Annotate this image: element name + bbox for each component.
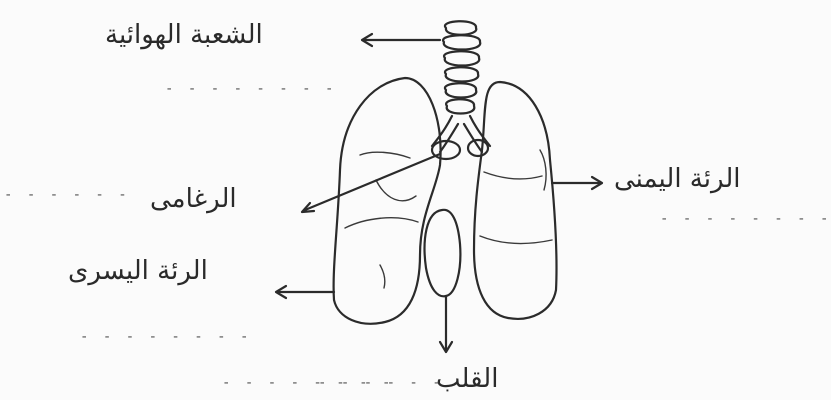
right-lung-outline xyxy=(474,82,557,319)
blank-under-trachea: - - - - - - - - xyxy=(165,82,336,96)
blank-under-left-lung: - - - - - - - - xyxy=(80,330,251,344)
blank-left-of-bronchus: - - - - - - xyxy=(4,188,130,202)
label-trachea: الشعبة الهوائية xyxy=(105,22,263,48)
trachea-rings xyxy=(443,21,480,113)
heart-outline xyxy=(425,210,461,296)
label-bronchus: الرغامى xyxy=(150,186,237,212)
blank-under-right-lung: - - - - - - - - xyxy=(660,212,831,226)
label-right-lung: الرئة اليمنى xyxy=(614,166,740,192)
label-heart: القلب xyxy=(436,366,498,392)
left-lung-outline xyxy=(334,78,441,324)
label-left-lung: الرئة اليسرى xyxy=(68,258,208,284)
blank-right-of-heart: - - - - - - xyxy=(318,376,444,390)
